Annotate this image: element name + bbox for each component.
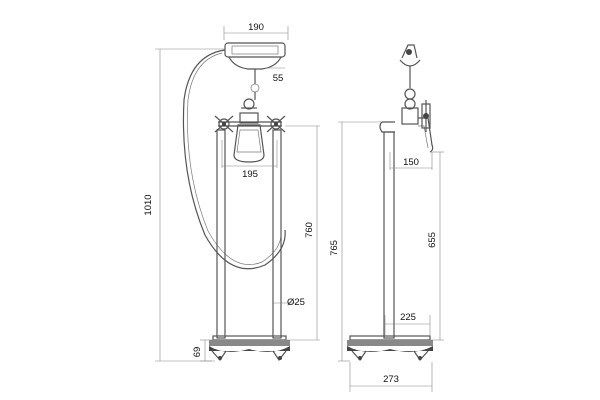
dim-label-55: 55 [273,73,284,84]
dim-spout-height: 655 [427,151,444,341]
standpipes [216,129,282,339]
floor-base [209,335,290,362]
dim-total-height: 1010 [143,48,225,362]
dim-label-765: 765 [329,240,340,256]
dim-label-dia25: Ø25 [287,297,305,308]
shower-hose [182,49,286,270]
side-view: 765 655 150 225 273 [329,44,444,392]
dim-handset-width: 190 [223,22,289,40]
side-floor-base [347,335,433,361]
dim-hose-height: 760 [285,125,320,341]
dim-base-width: 273 [349,362,433,392]
dim-base-height: 69 [192,339,212,362]
dim-valve-spacing: 195 [221,140,278,180]
left-cross-handle [214,115,234,133]
side-handset [399,44,421,110]
dim-label-760: 760 [304,222,315,238]
dim-label-190: 190 [248,22,264,33]
dim-handset-offset: 55 [265,67,285,84]
dim-label-195: 195 [242,169,258,180]
dim-label-69: 69 [192,347,203,358]
dim-pipe-diameter: Ø25 [273,297,305,308]
dim-spout-reach: 150 [389,152,433,170]
handset-cradle [224,42,286,100]
dim-side-total-height: 765 [329,121,382,362]
dim-label-225: 225 [400,312,416,323]
side-standpipe [383,131,395,339]
front-view: 190 55 195 1010 760 [143,22,320,362]
dim-label-150: 150 [403,157,419,168]
dim-label-273: 273 [383,374,399,385]
right-cross-handle [266,115,286,133]
dim-label-655: 655 [427,232,438,248]
side-spout [379,100,434,153]
dim-leg-spacing: 225 [384,312,431,336]
dim-label-1010: 1010 [143,194,154,215]
